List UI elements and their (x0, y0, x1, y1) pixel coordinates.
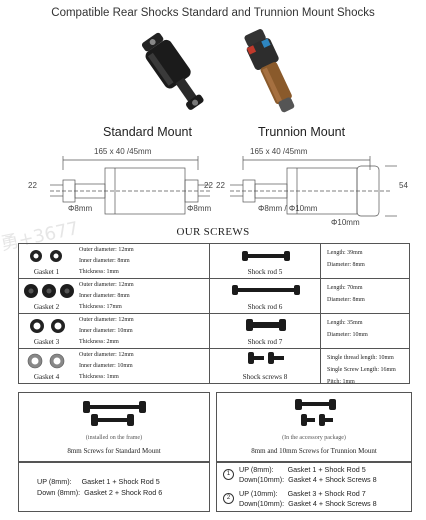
trunnion-kit-caption: 8mm and 10mm Screws for Trunnion Mount (251, 447, 377, 455)
standard-kit-lines: UP (8mm): Gasket 1 + Shock Rod 5 Down (8… (18, 462, 210, 512)
standard-kit-caption: 8mm Screws for Standard Mount (67, 447, 161, 455)
trunnion-left-height: 22 (216, 181, 225, 190)
standard-left-dia: Φ8mm (68, 204, 93, 213)
standard-screws-icon (83, 401, 146, 426)
standard-mount-drawing (50, 156, 210, 215)
shock-rod-icon (242, 251, 290, 261)
trunnion-length-dim: 165 x 40 /45mm (250, 147, 308, 156)
standard-right-dia: Φ8mm (187, 204, 212, 213)
trunnion-kit-lines: 1 UP (8mm): Gasket 1 + Shock Rod 5 Down(… (216, 462, 412, 512)
gasket-name: Gasket 4 (33, 373, 60, 381)
option-2-badge: 2 (223, 493, 234, 504)
screws-title: OUR SCREWS (176, 226, 250, 238)
gasket-3-icon (30, 319, 65, 333)
trunnion-bottom-dia: Φ10mm (331, 218, 360, 227)
trunnion-mount-label: Trunnion Mount (258, 125, 346, 139)
rod-name: Shock rod 6 (247, 303, 283, 311)
rod-name: Shock screws 8 (242, 373, 288, 381)
standard-right-height: 22 (204, 181, 213, 190)
standard-length-dim: 165 x 40 /45mm (94, 147, 152, 156)
trunnion-kit-line: UP (10mm): Gasket 3 + Shock Rod 7 (239, 489, 366, 498)
rod-name: Shock rod 5 (247, 268, 283, 276)
gasket-name: Gasket 1 (33, 268, 60, 276)
trunnion-mount-drawing (230, 156, 397, 217)
standard-kit-note: (installed on the frame) (85, 435, 143, 441)
trunnion-kit-note: (In the accessory package) (282, 435, 346, 441)
standard-kit-box: (installed on the frame) 8mm Screws for … (18, 392, 210, 462)
shock-screw-icon (248, 352, 284, 364)
standard-kit-line: Down (8mm): Gasket 2 + Shock Rod 6 (37, 488, 163, 497)
shock-rod-icon (246, 319, 286, 331)
trunnion-left-dia: Φ8mm / Φ10mm (258, 204, 318, 213)
trunnion-kit-box: (In the accessory package) 8mm and 10mm … (216, 392, 412, 462)
trunnion-right-height: 54 (399, 181, 408, 190)
standard-left-height: 22 (28, 181, 37, 190)
standard-mount-label: Standard Mount (103, 125, 192, 139)
gasket-name: Gasket 3 (33, 338, 60, 346)
standard-shock-photo (141, 32, 204, 110)
page-title: Compatible Rear Shocks Standard and Trun… (51, 7, 375, 19)
gasket-1-icon (30, 250, 62, 262)
trunnion-kit-line: UP (8mm): Gasket 1 + Shock Rod 5 (239, 465, 366, 474)
gasket-2-icon (24, 284, 74, 298)
trunnion-kit-line: Down(10mm): Gasket 4 + Shock Screws 8 (239, 475, 377, 484)
rod-name: Shock rod 7 (247, 338, 283, 346)
standard-kit-line: UP (8mm): Gasket 1 + Shock Rod 5 (37, 477, 160, 486)
trunnion-screws-icon (295, 399, 336, 426)
trunnion-kit-line: Down(10mm): Gasket 4 + Shock Screws 8 (239, 499, 377, 508)
gasket-name: Gasket 2 (33, 303, 60, 311)
trunnion-shock-photo (244, 29, 295, 113)
gasket-4-icon (27, 353, 65, 369)
option-1-badge: 1 (223, 469, 234, 480)
shock-rod-icon (232, 285, 300, 295)
